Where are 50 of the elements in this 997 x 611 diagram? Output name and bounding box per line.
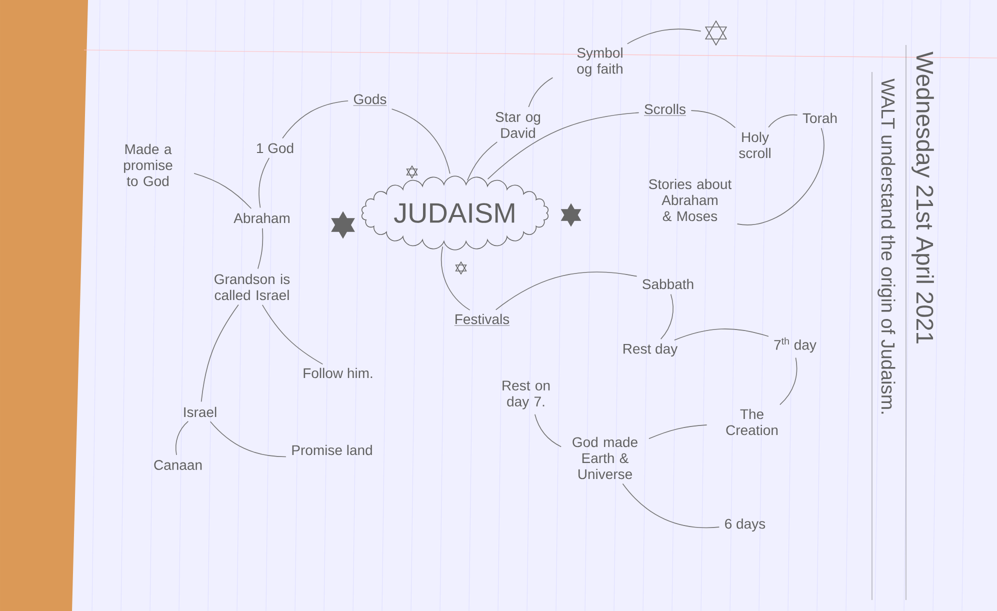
connector-line (262, 304, 324, 365)
connector-line (780, 357, 798, 406)
note-text: Gods (353, 94, 387, 106)
connector-line (200, 304, 239, 402)
date-heading: Wednesday 21st April 2021 (912, 52, 934, 344)
connector-line (495, 272, 638, 310)
note-text: Stories about Abraham & Moses (649, 178, 732, 222)
note-text: Star og David (496, 112, 540, 138)
connector-line (528, 77, 554, 108)
connector-line (534, 414, 562, 448)
note-text: Scrolls (644, 104, 686, 116)
note-text: 7$^{th}$ day (774, 337, 816, 353)
connector-line (690, 110, 736, 128)
note-text: Grandson is called Israel (214, 274, 290, 300)
connector-line (210, 421, 286, 458)
note-text: The Creation (726, 408, 778, 436)
connector-line (487, 112, 640, 180)
connector-line (660, 294, 674, 340)
note-text: Torah (802, 112, 837, 124)
note-text: Sabbath (642, 278, 694, 290)
note-text: Follow him. (304, 368, 372, 378)
note-text: God made Earth & Universe (572, 436, 638, 480)
note-text: Holy scroll (739, 132, 770, 158)
connector-line (282, 100, 348, 139)
connector-line (674, 328, 769, 341)
note-text: Rest on day 7. (502, 380, 550, 410)
note-text: Made a promise to God (124, 144, 172, 186)
note-text: Abraham (234, 212, 290, 224)
star-icon (704, 20, 728, 46)
connector-line (648, 424, 708, 440)
objective-text: WALT understand the origin of Judaism. (878, 78, 896, 414)
note-text: Symbol og faith (577, 47, 622, 77)
connector-line (194, 173, 252, 209)
connector-line (736, 128, 824, 226)
connector-line (768, 114, 798, 128)
note-text: 1 God (257, 142, 294, 154)
note-text: Promise land (292, 444, 372, 456)
connector-line (391, 108, 450, 174)
connector-line (467, 142, 498, 181)
connector-line (258, 158, 270, 208)
connector-line (258, 228, 264, 270)
connector-line (622, 483, 720, 528)
note-text: Festivals (454, 314, 510, 326)
connector-line (175, 420, 189, 456)
connector-line (440, 246, 470, 310)
connector-line (626, 28, 702, 44)
note-text: 6 days (725, 518, 766, 532)
note-text: Rest day (624, 343, 678, 357)
note-text: Canaan (154, 460, 202, 470)
note-text: Israel (184, 406, 216, 418)
